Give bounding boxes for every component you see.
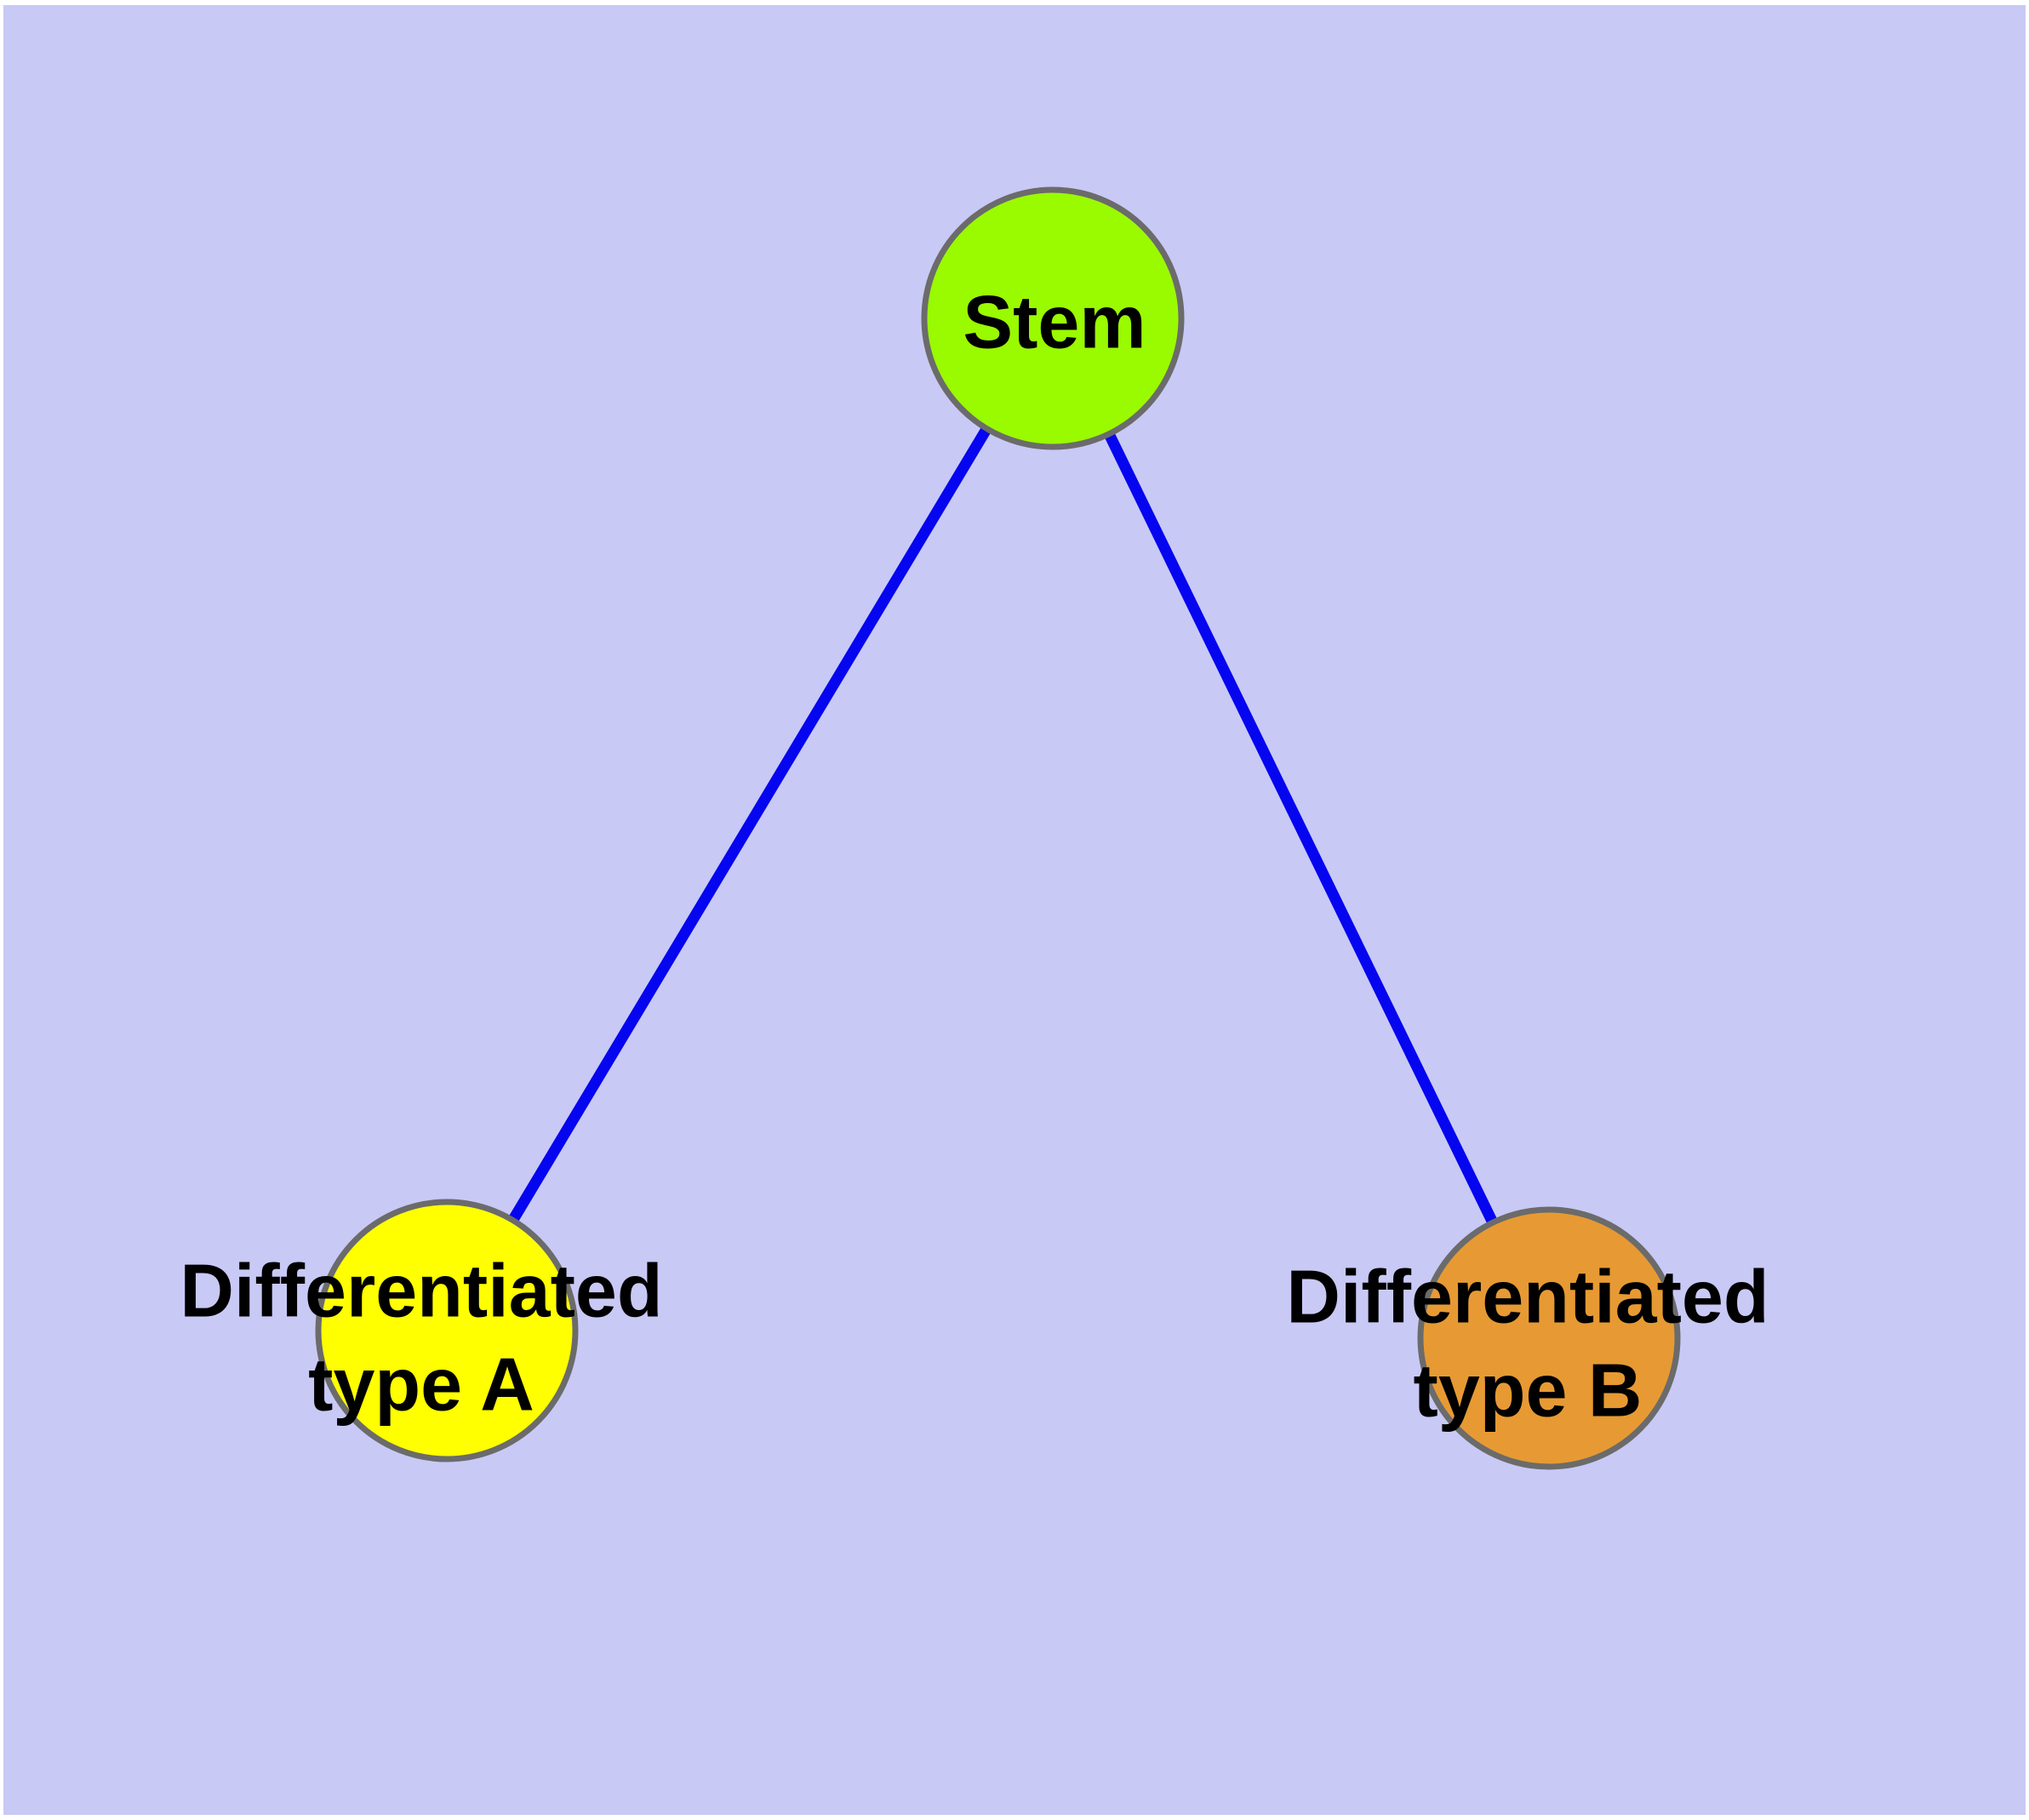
node-type-b-label-line1: Differentiated	[1286, 1255, 1769, 1339]
node-type-b-label-line2: type B	[1414, 1348, 1643, 1433]
edge-stem-to-type-a	[442, 315, 1058, 1334]
node-type-a-label-line2: type A	[308, 1342, 534, 1427]
edge-stem-to-type-b	[1048, 316, 1554, 1341]
node-type-b-circle	[1417, 1206, 1681, 1470]
node-type-a-label-line1: Differentiated	[180, 1249, 662, 1333]
node-type-a-circle	[315, 1199, 579, 1462]
node-labels-group: Stem Differentiated type A Differentiate…	[180, 280, 1769, 1433]
node-stem-circle	[921, 186, 1185, 450]
node-stem-label: Stem	[963, 280, 1146, 364]
